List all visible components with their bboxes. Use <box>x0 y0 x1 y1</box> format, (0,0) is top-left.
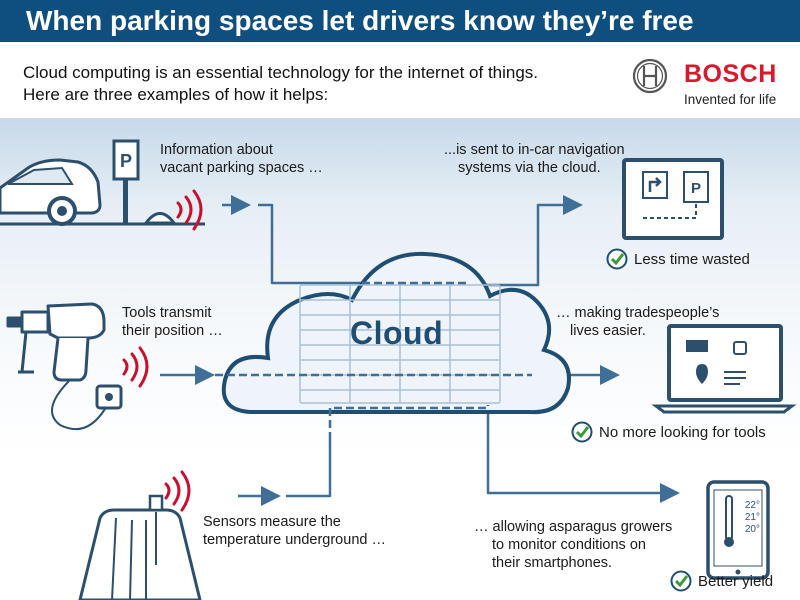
navigation-screen-icon: P <box>622 158 724 240</box>
header-bar: When parking spaces let drivers know the… <box>0 0 800 42</box>
benefit-better-yield-label: Better yield <box>698 572 774 590</box>
parking-dest-text: ...is sent to in-car navigation systems … <box>444 141 625 177</box>
benefit-no-more-looking-label: No more looking for tools <box>599 423 766 441</box>
asparagus-dest-line-2: to monitor conditions on <box>492 537 646 553</box>
cloud-shape <box>215 251 571 440</box>
brand-name: BOSCH <box>684 60 777 88</box>
parking-signal-icon <box>176 189 203 231</box>
benefit-better-yield: Better yield <box>670 570 773 592</box>
tools-source-text: Tools transmit their position … <box>122 304 223 340</box>
parking-sensor-icon <box>143 212 177 225</box>
parking-sign-letter: P <box>120 151 132 171</box>
tools-signal-icon <box>122 346 149 388</box>
bosch-logo-icon <box>632 58 668 94</box>
smartphone-icon: 22° 21° 20° <box>706 480 770 580</box>
tools-dest-line-2: lives easier. <box>570 323 646 339</box>
parking-dest-line-2: systems via the cloud. <box>458 160 601 176</box>
tools-source-line-2: their position … <box>122 323 223 339</box>
drill-cable <box>51 379 111 430</box>
soil-sensor-icon <box>148 494 164 565</box>
tools-dest-text: … making tradespeople’s lives easier. <box>556 304 719 340</box>
page-title: When parking spaces let drivers know the… <box>26 5 694 36</box>
benefit-less-time: Less time wasted <box>606 248 750 270</box>
drill-icon <box>6 302 106 382</box>
car-icon <box>0 158 102 226</box>
diagram-canvas: P <box>0 139 797 600</box>
temp-label-22: 22° <box>745 500 760 511</box>
parking-source-line-1: Information about <box>160 142 273 158</box>
asparagus-source-line-1: Sensors measure the <box>203 514 341 530</box>
checkmark-icon <box>606 248 628 270</box>
temp-label-20: 20° <box>745 524 760 535</box>
flow-lines <box>160 195 680 506</box>
asparagus-source-text: Sensors measure the temperature undergro… <box>203 513 386 549</box>
intro-line-2: Here are three examples of how it helps: <box>23 85 329 104</box>
parking-source-text: Information about vacant parking spaces … <box>160 141 323 177</box>
parking-sign-icon: P <box>112 139 140 223</box>
laptop-icon <box>651 324 797 414</box>
cloud-label: Cloud <box>350 315 444 351</box>
nav-parking-letter: P <box>691 180 701 197</box>
intro-text: Cloud computing is an essential technolo… <box>23 62 623 106</box>
asparagus-signal-icon <box>164 470 191 512</box>
temp-label-21: 21° <box>745 512 760 523</box>
parking-dest-line-1: ...is sent to in-car navigation <box>444 142 625 158</box>
parking-source-line-2: vacant parking spaces … <box>160 160 323 176</box>
asparagus-mound-icon <box>78 508 202 600</box>
asparagus-dest-text: … allowing asparagus growers to monitor … <box>474 518 672 572</box>
checkmark-icon <box>670 570 692 592</box>
tools-source-line-1: Tools transmit <box>122 305 212 321</box>
asparagus-source-line-2: temperature underground … <box>203 532 386 548</box>
benefit-no-more-looking: No more looking for tools <box>571 421 766 443</box>
tool-tracker-icon <box>95 384 123 410</box>
benefit-less-time-label: Less time wasted <box>634 250 750 268</box>
intro-line-1: Cloud computing is an essential technolo… <box>23 63 539 82</box>
asparagus-dest-line-1: … allowing asparagus growers <box>474 519 673 535</box>
checkmark-icon <box>571 421 593 443</box>
asparagus-dest-line-3: their smartphones. <box>492 555 613 571</box>
tools-dest-line-1: … making tradespeople’s <box>556 305 720 321</box>
brand-tagline: Invented for life <box>684 92 777 107</box>
